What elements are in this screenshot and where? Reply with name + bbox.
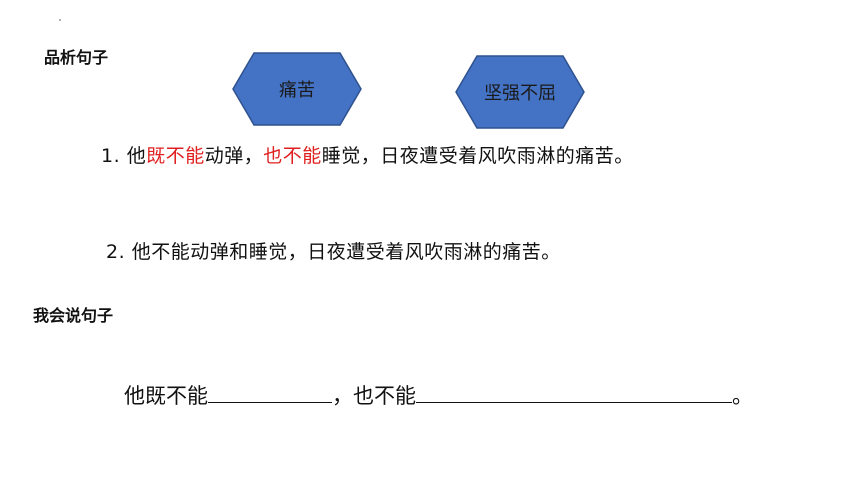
sentence-number: 2. <box>106 241 126 263</box>
practice-text: 他既不能 <box>124 384 208 408</box>
hexagon-shape <box>232 52 362 126</box>
sentence-2: 2. 他不能动弹和睡觉，日夜遭受着风吹雨淋的痛苦。 <box>106 237 561 264</box>
section-heading-speak: 我会说句子 <box>33 306 114 325</box>
sentence-1: 1. 他既不能动弹，也不能睡觉，日夜遭受着风吹雨淋的痛苦。 <box>101 141 634 168</box>
sentence-text: 他不能动弹和睡觉，日夜遭受着风吹雨淋的痛苦。 <box>131 241 561 263</box>
fill-in-sentence: 他既不能 ，也不能 。 <box>124 380 753 410</box>
highlight-nor: 也不能 <box>263 145 322 167</box>
practice-text: ，也不能 <box>332 384 416 408</box>
hexagon-unyielding: 坚强不屈 <box>455 55 585 129</box>
hexagon-label: 痛苦 <box>279 80 315 101</box>
hexagon-shape <box>455 55 585 129</box>
sentence-text: 他 <box>126 145 147 167</box>
blank-line-2 <box>416 384 732 403</box>
sentence-text: 睡觉，日夜遭受着风吹雨淋的痛苦。 <box>321 145 634 167</box>
sentence-number: 1. <box>101 145 121 167</box>
hexagon-label: 坚强不屈 <box>484 83 556 104</box>
blank-line-1 <box>208 384 332 403</box>
practice-text: 。 <box>732 384 753 408</box>
sentence-text: 动弹， <box>204 145 264 167</box>
section-heading-analyze: 品析句子 <box>44 48 109 67</box>
hexagon-pain: 痛苦 <box>232 52 362 126</box>
highlight-neither: 既不能 <box>146 145 205 167</box>
decorative-dot <box>59 19 61 21</box>
